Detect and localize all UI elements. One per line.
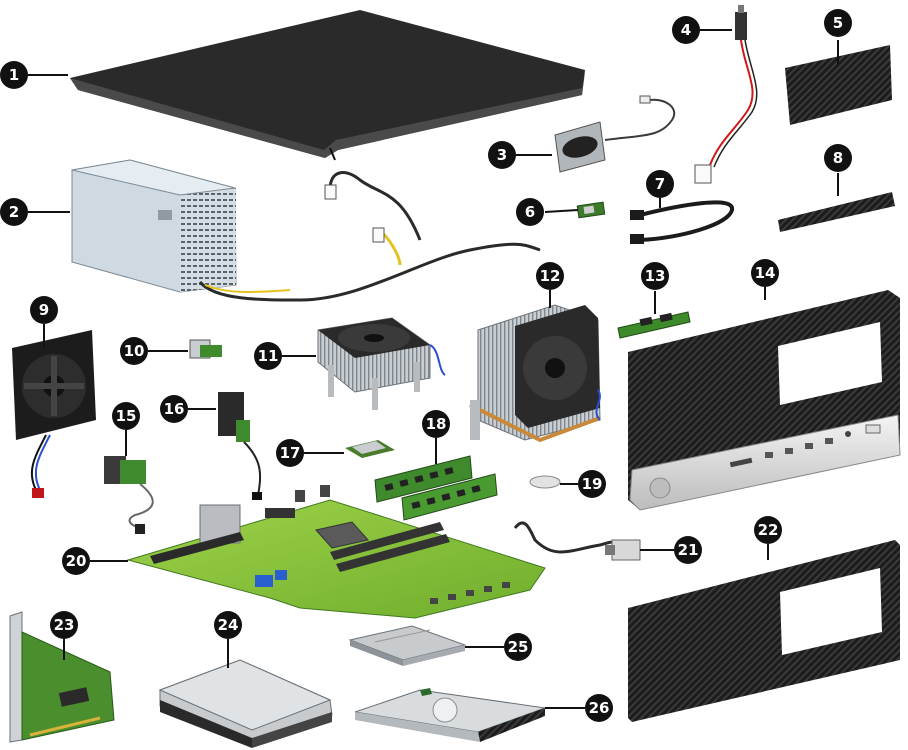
speaker <box>554 95 676 173</box>
svg-text:9: 9 <box>39 301 49 319</box>
svg-text:16: 16 <box>164 400 185 418</box>
svg-text:7: 7 <box>655 175 665 193</box>
svg-text:26: 26 <box>589 699 610 717</box>
callout-13: 13 <box>641 262 669 290</box>
callout-25: 25 <box>504 633 532 661</box>
small-board <box>189 339 222 359</box>
callout-21: 21 <box>674 536 702 564</box>
callout-2: 2 <box>0 198 28 226</box>
svg-text:17: 17 <box>280 444 301 462</box>
dust-filter-panel <box>628 540 900 722</box>
svg-text:15: 15 <box>116 407 137 425</box>
svg-text:5: 5 <box>833 14 843 32</box>
callout-9: 9 <box>30 296 58 324</box>
dust-filter <box>785 45 892 125</box>
svg-text:19: 19 <box>582 475 603 493</box>
power-switch <box>218 392 262 500</box>
heatsink-fan <box>317 317 446 410</box>
callout-6: 6 <box>516 198 544 226</box>
svg-text:22: 22 <box>758 521 779 539</box>
memory-modules <box>374 455 498 521</box>
processor <box>345 440 395 458</box>
io-module <box>513 521 641 561</box>
svg-text:24: 24 <box>218 616 239 634</box>
svg-text:14: 14 <box>755 264 776 282</box>
svg-text:18: 18 <box>426 415 447 433</box>
hood-sensor <box>694 5 758 184</box>
svg-text:20: 20 <box>66 552 87 570</box>
front-bezel <box>628 290 901 511</box>
callout-20: 20 <box>62 547 90 575</box>
system-board <box>126 485 546 619</box>
svg-text:21: 21 <box>678 541 699 559</box>
callouts: 1 2 3 4 5 6 7 8 9 10 11 12 13 14 15 16 1… <box>0 9 852 722</box>
power-supply <box>71 159 541 302</box>
m2-ssd <box>617 311 691 339</box>
callout-3: 3 <box>488 141 516 169</box>
svg-text:23: 23 <box>54 616 75 634</box>
access-panel <box>70 10 585 161</box>
callout-1: 1 <box>0 61 28 89</box>
callout-5: 5 <box>824 9 852 37</box>
callout-23: 23 <box>50 611 78 639</box>
callout-24: 24 <box>214 611 242 639</box>
expansion-card <box>9 611 115 743</box>
callout-7: 7 <box>646 170 674 198</box>
optical-drive <box>354 688 546 742</box>
svg-text:3: 3 <box>497 146 507 164</box>
svg-text:11: 11 <box>258 347 279 365</box>
leader-lines <box>28 29 839 709</box>
callout-11: 11 <box>254 342 282 370</box>
callout-12: 12 <box>536 262 564 290</box>
callout-17: 17 <box>276 439 304 467</box>
hard-drive-3-5 <box>158 659 333 748</box>
svg-text:13: 13 <box>645 267 666 285</box>
svg-text:4: 4 <box>681 21 691 39</box>
callout-19: 19 <box>578 470 606 498</box>
chassis-fan <box>12 330 96 498</box>
callout-10: 10 <box>120 337 148 365</box>
callout-4: 4 <box>672 16 700 44</box>
callout-8: 8 <box>824 144 852 172</box>
bezel-trim <box>778 192 895 232</box>
svg-text:12: 12 <box>540 267 561 285</box>
callout-15: 15 <box>112 402 140 430</box>
callout-16: 16 <box>160 395 188 423</box>
callout-22: 22 <box>754 516 782 544</box>
card-reader <box>104 456 154 534</box>
svg-text:8: 8 <box>833 149 843 167</box>
svg-text:1: 1 <box>9 66 19 84</box>
svg-text:2: 2 <box>9 203 19 221</box>
rtc-battery <box>529 475 561 489</box>
svg-text:6: 6 <box>525 203 535 221</box>
callout-18: 18 <box>422 410 450 438</box>
tower-cooler <box>469 304 601 443</box>
sata-cable <box>630 200 734 244</box>
callout-26: 26 <box>585 694 613 722</box>
hard-drive-2-5 <box>348 625 467 666</box>
svg-text:10: 10 <box>124 342 145 360</box>
wlan-module <box>576 201 606 219</box>
callout-14: 14 <box>751 259 779 287</box>
svg-text:25: 25 <box>508 638 529 656</box>
